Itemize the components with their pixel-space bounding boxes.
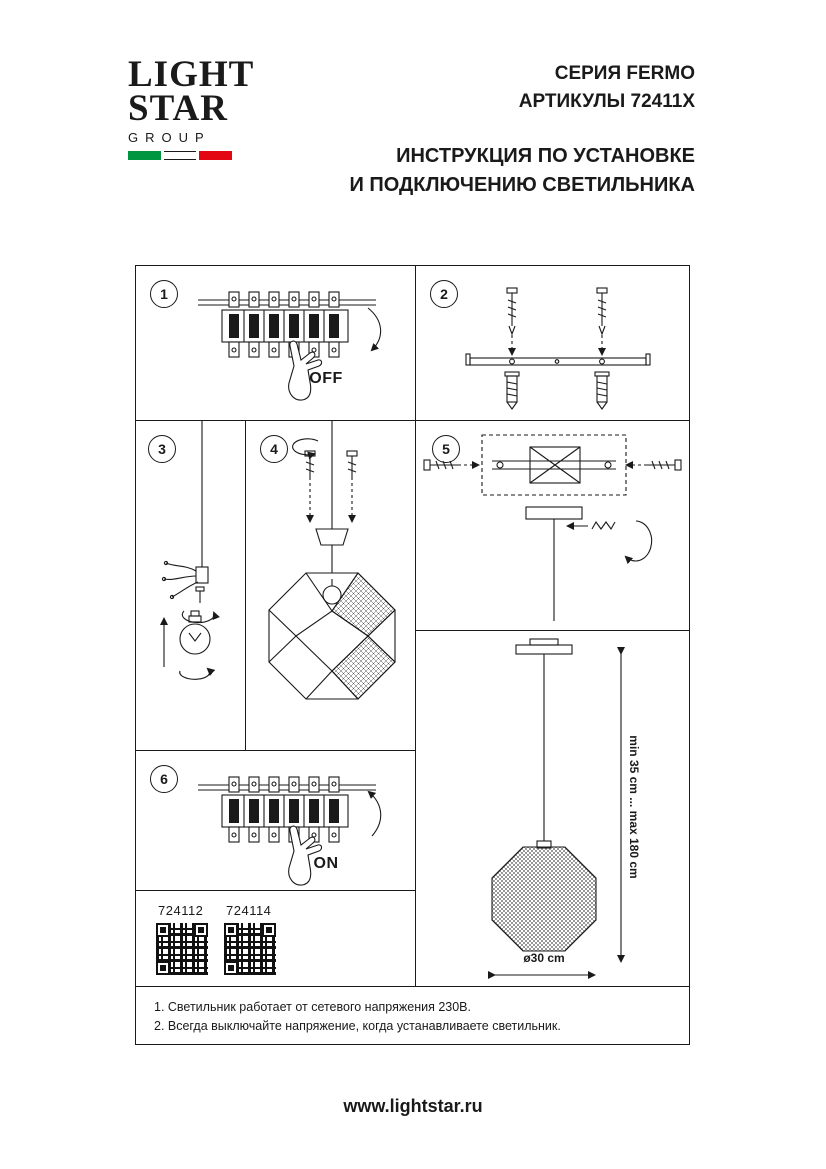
instruction-title-line1: ИНСТРУКЦИЯ ПО УСТАНОВКЕ <box>396 145 695 167</box>
step-3-panel: 3 <box>136 421 246 751</box>
step-1-panel: 1 OFF <box>136 266 416 421</box>
qr-finder-icon <box>224 961 238 975</box>
instruction-title-line2: И ПОДКЛЮЧЕНИЮ СВЕТИЛЬНИКА <box>349 174 695 196</box>
on-label: ON <box>313 855 339 872</box>
header: СЕРИЯ FERMO АРТИКУЛЫ 72411X ИНСТРУКЦИЯ П… <box>349 60 695 200</box>
italian-flag-stripe <box>128 151 233 160</box>
series-title: СЕРИЯ FERMO <box>554 63 695 84</box>
logo-text-star: STAR <box>128 88 228 129</box>
step-4-panel: 4 <box>246 421 416 751</box>
step-2-number: 2 <box>430 280 458 308</box>
step-6-panel: 6 ON <box>136 751 416 891</box>
qr-finder-icon <box>262 923 276 937</box>
qr-panel: 724112 724114 <box>136 891 416 986</box>
qr-code-724112 <box>156 923 208 975</box>
logo-text-group: GROUP <box>128 130 211 145</box>
step-6-number: 6 <box>150 765 178 793</box>
notes-panel: 1. Светильник работает от сетевого напря… <box>136 986 690 1045</box>
note-line-1: 1. Светильник работает от сетевого напря… <box>154 1000 471 1014</box>
qr-code-724114 <box>224 923 276 975</box>
lightstar-logo: LIGHT STAR GROUP <box>128 54 255 160</box>
flag-green-segment <box>128 151 161 160</box>
step-5-panel: 5 <box>416 421 690 631</box>
step-1-number: 1 <box>150 280 178 308</box>
canopy-mounting-drawing <box>423 434 682 621</box>
shade-assembly-drawing <box>268 421 396 700</box>
qr-label-724114: 724114 <box>226 903 272 918</box>
off-label: OFF <box>309 370 343 387</box>
circuit-breaker-on-drawing <box>198 776 382 886</box>
circuit-breaker-off-drawing <box>198 291 382 401</box>
qr-finder-icon <box>156 923 170 937</box>
qr-finder-icon <box>156 961 170 975</box>
diameter-dimension-label: ø30 cm <box>523 951 565 965</box>
instruction-grid: 1 OFF 2 <box>135 265 690 1045</box>
pendant-lamp-drawing <box>488 638 625 979</box>
flag-white-segment <box>163 151 197 160</box>
cord-hook-bulb-drawing <box>160 421 220 680</box>
step-2-panel: 2 <box>416 266 690 421</box>
qr-label-724112: 724112 <box>158 903 204 918</box>
step-4-number: 4 <box>260 435 288 463</box>
qr-finder-icon <box>194 923 208 937</box>
qr-finder-icon <box>224 923 238 937</box>
step-3-number: 3 <box>148 435 176 463</box>
height-dimension-label: min 35 cm ... max 180 cm <box>627 735 641 879</box>
footer-url: www.lightstar.ru <box>343 1096 483 1116</box>
flag-red-segment <box>199 151 233 160</box>
mounting-bracket-screws-drawing <box>465 287 651 410</box>
logo-text-light: LIGHT <box>128 54 255 95</box>
step-5-number: 5 <box>432 435 460 463</box>
articles-title: АРТИКУЛЫ 72411X <box>518 91 695 112</box>
pendant-dimensions-panel: min 35 cm ... max 180 cm ø30 cm <box>416 631 690 986</box>
note-line-2: 2. Всегда выключайте напряжение, когда у… <box>154 1019 561 1033</box>
